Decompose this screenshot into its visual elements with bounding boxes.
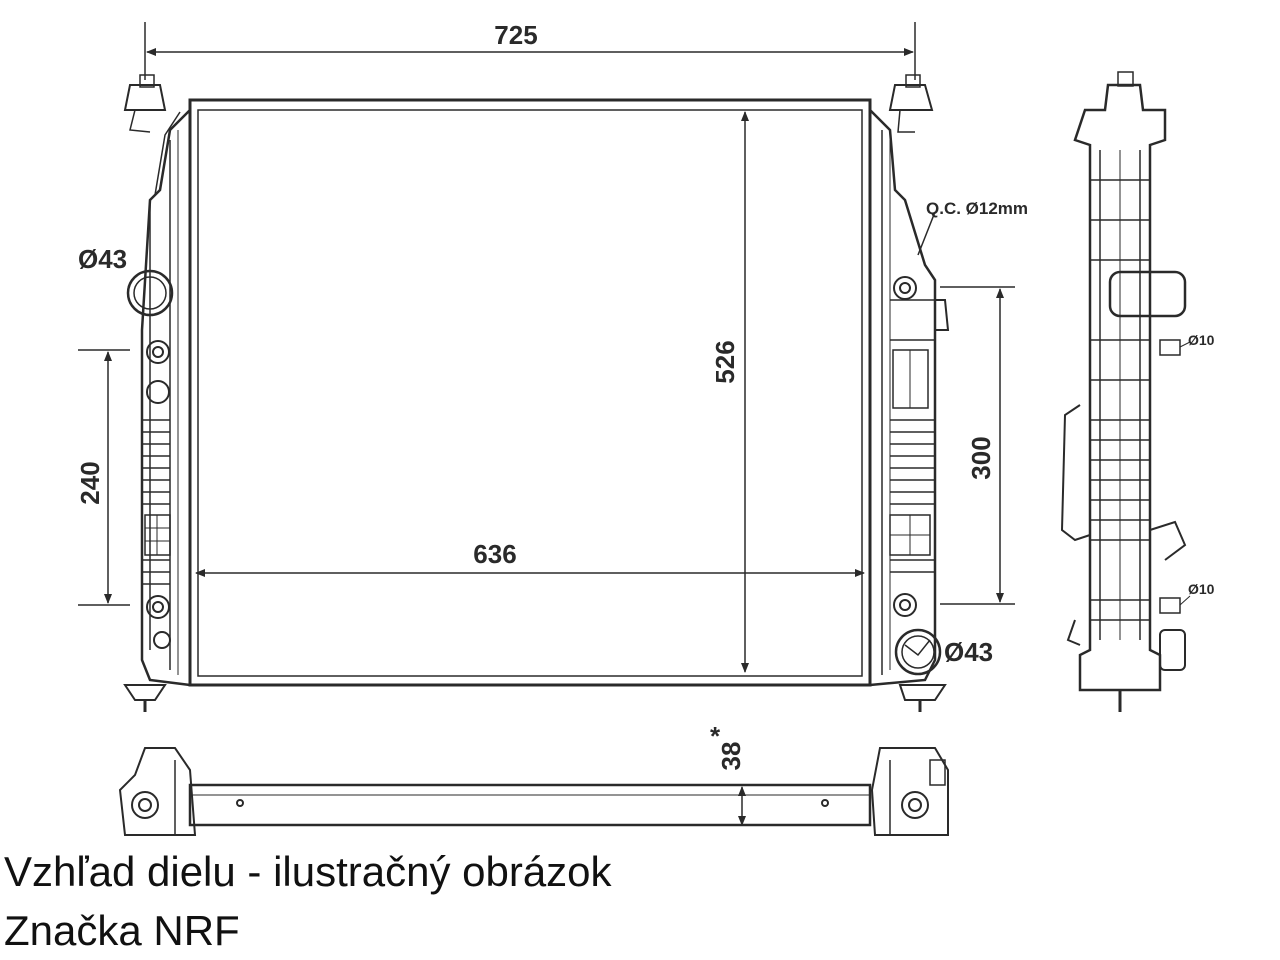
top-view (118, 747, 949, 836)
dim-side-port-top-label: Ø10 (1188, 332, 1215, 348)
dim-thickness-note: * (710, 721, 721, 751)
dim-core-width-label: 636 (473, 539, 516, 569)
side-view (1060, 71, 1191, 712)
left-tank (123, 74, 191, 712)
caption-illustration-note: Vzhľad dielu - ilustračný obrázok (4, 848, 612, 895)
side-view-pipe (1108, 270, 1187, 318)
dim-core-height-label: 526 (710, 340, 740, 383)
inlet-pipe (126, 269, 174, 317)
top-view-core (188, 783, 872, 827)
front-view (123, 74, 950, 712)
radiator-technical-drawing: 725 636 526 240 300 Ø43 Ø43 Q.C. Ø12mm 3… (75, 20, 1215, 836)
radiator-core (188, 98, 872, 687)
dim-right-spacing-label: 300 (966, 436, 996, 479)
dim-left-spacing-label: 240 (75, 461, 105, 504)
dim-quick-connect-label: Q.C. Ø12mm (926, 199, 1028, 218)
dim-thickness-label: 38 (716, 742, 746, 771)
dim-side-port-bottom-label: Ø10 (1188, 581, 1215, 597)
dim-overall-width-label: 725 (494, 20, 537, 50)
outlet-pipe (894, 628, 942, 676)
dim-inlet-label: Ø43 (78, 244, 127, 274)
dim-outlet-label: Ø43 (944, 637, 993, 667)
right-tank (869, 74, 950, 712)
caption-brand: Značka NRF (4, 907, 240, 954)
dimension-lines (78, 22, 1015, 826)
